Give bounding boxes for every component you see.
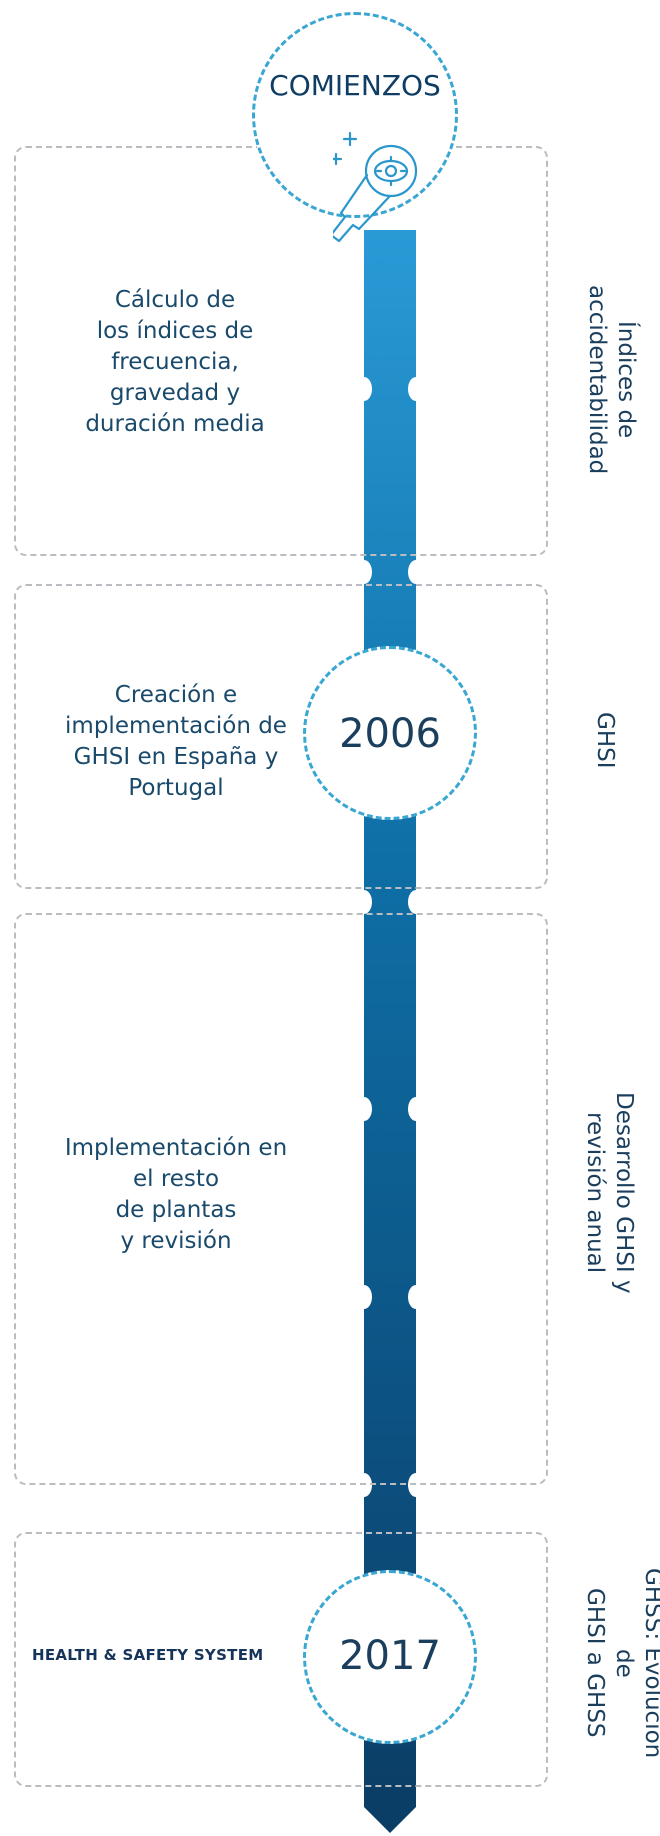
eye-dropper-icon [333, 131, 418, 243]
comienzos-label: COMIENZOS [269, 69, 441, 102]
spine-notch [356, 1097, 372, 1121]
section-1-side-label: Índices de accidentabilidad [584, 285, 639, 475]
health-safety-system-label: HEALTH & SAFETY SYSTEM [32, 1646, 264, 1664]
spine-notch [408, 560, 424, 584]
comienzos-circle: COMIENZOS [252, 12, 458, 243]
year-2017-label: 2017 [339, 1633, 441, 1679]
spine-notch [408, 1285, 424, 1309]
section-1-text: Cálculo de los índices de frecuencia, gr… [85, 287, 265, 437]
spine-notch [408, 1097, 424, 1121]
section-card-4 [14, 1532, 548, 1787]
section-card-2 [14, 584, 548, 889]
spine-notch [408, 377, 424, 401]
year-2006-label: 2006 [339, 711, 441, 757]
section-4-side-label: GHSS: Evolución de GHSI a GHSS [582, 1567, 660, 1759]
spine-notch [356, 1285, 372, 1309]
spine-notch [356, 1473, 372, 1497]
section-2-side-label: GHSI [592, 711, 618, 769]
section-3-text: Implementación en el resto de plantas y … [64, 1135, 288, 1254]
spine-notch [408, 890, 424, 914]
timeline-spine [364, 230, 416, 1800]
spine-notch [356, 560, 372, 584]
year-circle-2006: 2006 [303, 646, 477, 820]
spine-notch [408, 1473, 424, 1497]
section-card-3 [14, 913, 548, 1485]
spine-notch [356, 890, 372, 914]
timeline-arrow-tip [364, 1795, 416, 1833]
section-3-side-label: Desarrollo GHSI y revisión anual [582, 1092, 637, 1294]
year-circle-2017: 2017 [303, 1570, 477, 1744]
section-2-text: Creación e implementación de GHSI en Esp… [65, 682, 287, 801]
spine-notch [356, 377, 372, 401]
